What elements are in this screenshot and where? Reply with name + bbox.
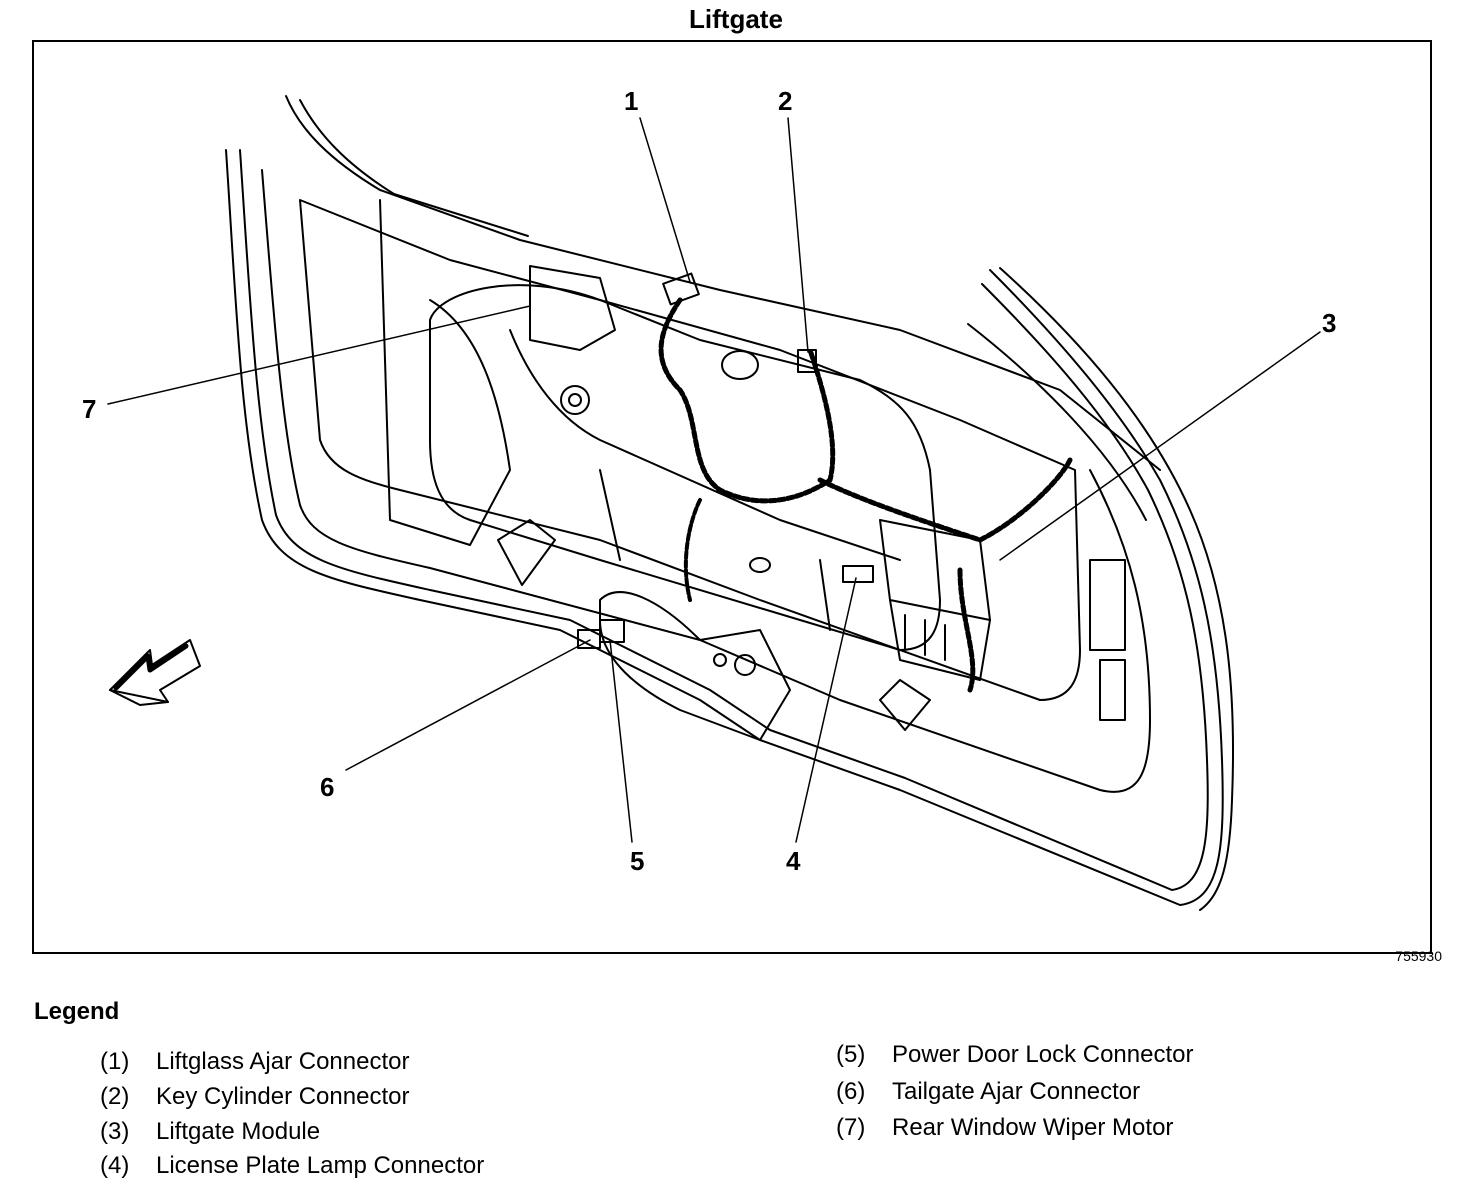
callout-3: 3 <box>1322 308 1336 338</box>
callout-4: 4 <box>786 846 801 876</box>
wiper-motor-hub-inner <box>568 393 582 407</box>
forward-arrow-icon <box>109 639 201 706</box>
liftgate-inner-lip <box>261 169 1151 793</box>
liftgate-outer-edge <box>225 149 1224 906</box>
cavity-hole <box>749 557 771 573</box>
wiring-harness-3 <box>957 567 976 693</box>
leader-3 <box>999 331 1321 561</box>
callout-5: 5 <box>630 846 644 876</box>
legend-item-number: (1) <box>100 1048 130 1075</box>
slot-right-2 <box>1099 659 1126 721</box>
legend-item-number: (6) <box>836 1078 866 1105</box>
liftgate-outer-edge-2 <box>239 149 1209 891</box>
latch-bolt-2 <box>713 653 727 667</box>
liftgate-top-edge <box>285 95 1161 471</box>
legend-item-number: (3) <box>100 1118 130 1145</box>
slot-bottom <box>879 679 931 731</box>
inner-cavity-left <box>379 199 511 546</box>
figure-number: 755930 <box>1395 948 1442 964</box>
liftglass-ajar-connector <box>662 272 700 306</box>
legend-item-label: Liftglass Ajar Connector <box>156 1048 410 1075</box>
module-brackets <box>904 614 946 661</box>
diagram-title: Liftgate <box>689 4 783 34</box>
latch-assembly <box>599 591 791 741</box>
wiring-harness-4 <box>683 498 702 602</box>
inner-panel <box>429 284 941 651</box>
diagram-frame <box>32 40 1432 954</box>
inner-panel-rib <box>509 329 901 561</box>
wiper-motor-hub <box>560 385 590 415</box>
liftgate-right-edge <box>999 267 1235 911</box>
legend-item-number: (2) <box>100 1083 130 1110</box>
legend-item-label: Rear Window Wiper Motor <box>892 1114 1174 1141</box>
legend-item: (2) Key Cylinder Connector <box>100 1083 409 1111</box>
legend-item-label: Liftgate Module <box>156 1118 321 1145</box>
leader-6 <box>345 639 591 771</box>
legend-item-label: License Plate Lamp Connector <box>156 1152 485 1179</box>
legend-item-number: (4) <box>100 1152 130 1179</box>
license-plate-lamp-connector <box>842 565 874 583</box>
callout-2: 2 <box>778 86 792 116</box>
leader-5 <box>609 639 633 843</box>
slot-right <box>1089 559 1126 651</box>
legend-item-label: Tailgate Ajar Connector <box>892 1078 1141 1105</box>
inner-cavity <box>299 199 1081 701</box>
leader-7 <box>107 305 531 405</box>
cavity-hole-2 <box>721 350 759 380</box>
legend-item-number: (7) <box>836 1114 866 1141</box>
legend-item: (7) Rear Window Wiper Motor <box>836 1114 1173 1142</box>
legend-item: (6) Tailgate Ajar Connector <box>836 1078 1140 1106</box>
liftgate-top-edge-2 <box>299 99 529 237</box>
leader-2 <box>787 117 809 353</box>
latch-bolt <box>734 654 756 676</box>
liftgate-module-base <box>889 599 991 681</box>
wiring-harness <box>658 297 836 504</box>
liftgate-right-edge-2 <box>967 323 1147 521</box>
callout-7: 7 <box>82 394 96 424</box>
legend-item: (1) Liftglass Ajar Connector <box>100 1048 409 1076</box>
legend-item-number: (5) <box>836 1041 866 1068</box>
callout-1: 1 <box>624 86 638 116</box>
key-cylinder-connector <box>797 349 817 373</box>
legend-heading: Legend <box>34 998 120 1025</box>
wiper-motor <box>529 265 616 351</box>
leader-1 <box>639 117 691 283</box>
leader-4 <box>795 577 857 843</box>
inner-panel-rib-2 <box>599 469 831 631</box>
legend-item-label: Power Door Lock Connector <box>892 1041 1194 1068</box>
callout-6: 6 <box>320 772 334 802</box>
legend-item-label: Key Cylinder Connector <box>156 1083 410 1110</box>
slot-left <box>497 519 556 586</box>
wiring-harness-2 <box>817 457 1073 543</box>
legend-item: (4) License Plate Lamp Connector <box>100 1152 484 1180</box>
legend-item: (3) Liftgate Module <box>100 1118 320 1146</box>
legend-item: (5) Power Door Lock Connector <box>836 1041 1193 1069</box>
